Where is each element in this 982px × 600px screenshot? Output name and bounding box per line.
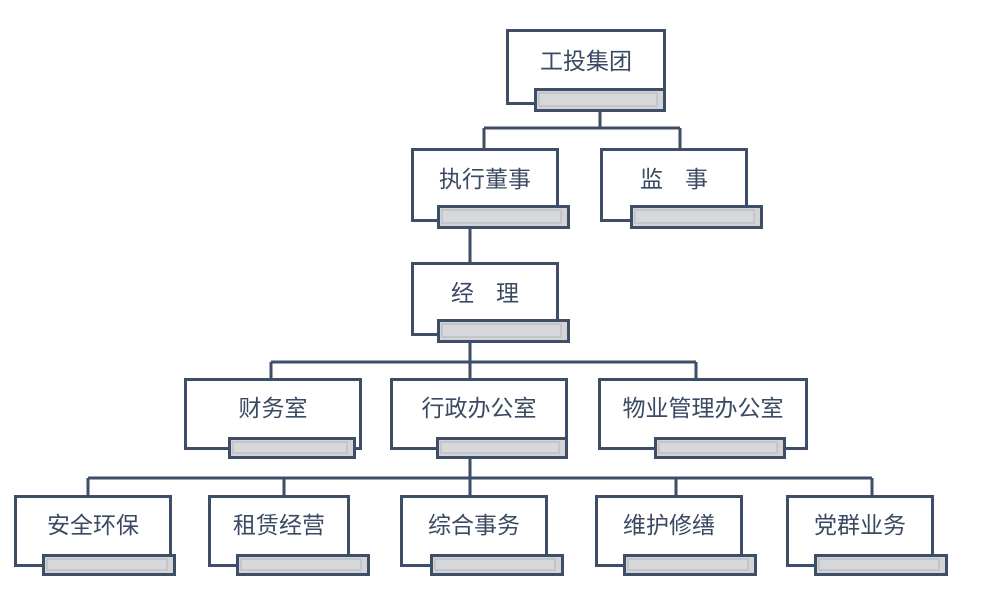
node-bar-inner-n9 <box>240 558 362 571</box>
node-n11[interactable]: 维护修缮 <box>595 495 757 576</box>
node-n2[interactable]: 执行董事 <box>411 148 570 229</box>
node-label-n5: 财务室 <box>239 395 308 421</box>
node-label-n8: 安全环保 <box>47 512 139 538</box>
node-bar-inner-n1 <box>538 92 658 107</box>
node-n1[interactable]: 工投集团 <box>506 29 666 112</box>
node-label-n12: 党群业务 <box>814 512 906 538</box>
node-label-n4: 经理 <box>451 280 541 306</box>
node-label-n7: 物业管理办公室 <box>623 395 784 421</box>
node-bar-inner-n2 <box>441 209 562 224</box>
node-n3[interactable]: 监事 <box>600 148 763 229</box>
node-label-n6: 行政办公室 <box>422 395 537 421</box>
node-label-n10: 综合事务 <box>428 512 520 538</box>
node-bar-inner-n12 <box>818 558 940 571</box>
node-bar-inner-n3 <box>634 209 755 224</box>
node-n8[interactable]: 安全环保 <box>14 495 176 576</box>
node-n12[interactable]: 党群业务 <box>786 495 948 576</box>
connectors-layer <box>86 112 874 495</box>
node-bar-inner-n8 <box>46 558 168 571</box>
node-n6[interactable]: 行政办公室 <box>390 378 568 459</box>
node-bar-inner-n7 <box>658 441 778 454</box>
node-n4[interactable]: 经理 <box>411 262 570 343</box>
node-label-n1: 工投集团 <box>540 48 632 74</box>
node-label-n3: 监事 <box>640 166 730 192</box>
node-label-n9: 租赁经营 <box>233 512 325 538</box>
node-n7[interactable]: 物业管理办公室 <box>598 378 808 459</box>
node-n9[interactable]: 租赁经营 <box>208 495 370 576</box>
node-bar-inner-n11 <box>627 558 749 571</box>
node-label-n2: 执行董事 <box>439 166 531 192</box>
node-bar-inner-n5 <box>232 441 348 454</box>
node-label-n11: 维护修缮 <box>623 512 715 538</box>
node-n10[interactable]: 综合事务 <box>400 495 564 576</box>
node-bar-inner-n10 <box>434 558 556 571</box>
node-n5[interactable]: 财务室 <box>184 378 362 459</box>
node-bar-inner-n4 <box>441 323 562 338</box>
node-bar-inner-n6 <box>440 441 560 454</box>
